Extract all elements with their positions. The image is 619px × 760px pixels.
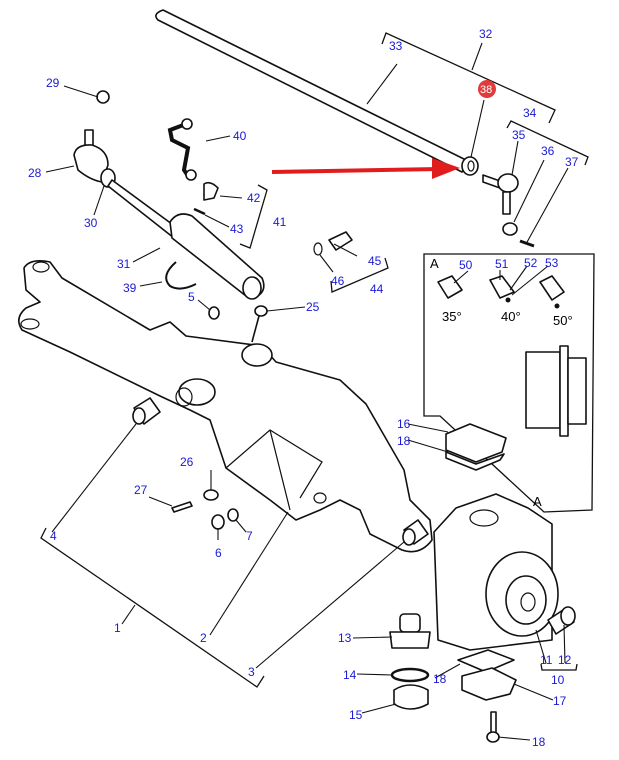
washer-26[interactable] (203, 489, 219, 501)
callout-12[interactable]: 12 (558, 653, 572, 667)
nut-29[interactable] (96, 90, 110, 104)
callout-51[interactable]: 51 (495, 257, 509, 271)
ball-joint-35[interactable] (482, 173, 519, 215)
cotter-pin-37[interactable] (519, 239, 535, 248)
callout-5[interactable]: 5 (188, 290, 195, 304)
callout-10[interactable]: 10 (551, 673, 565, 687)
bolt-5[interactable] (208, 306, 220, 320)
callout-17[interactable]: 17 (553, 694, 567, 708)
callout-18-mid[interactable]: 18 (433, 672, 447, 686)
callout-29[interactable]: 29 (46, 76, 60, 90)
callout-28[interactable]: 28 (28, 166, 42, 180)
bracket-1 (40, 527, 265, 688)
pin-27[interactable] (171, 501, 193, 513)
nut-6[interactable] (211, 514, 225, 530)
callout-13[interactable]: 13 (338, 631, 352, 645)
callout-42[interactable]: 42 (247, 191, 261, 205)
axle-beam[interactable] (18, 260, 433, 553)
angle-40: 40° (501, 309, 521, 324)
lock-nut-38[interactable] (461, 156, 479, 176)
bracket-41 (239, 184, 268, 249)
bracket-44 (330, 257, 389, 293)
callout-31[interactable]: 31 (117, 257, 131, 271)
o-ring-14[interactable] (390, 667, 430, 683)
callout-50[interactable]: 50 (459, 258, 473, 272)
nut-36[interactable] (502, 222, 518, 236)
tie-rod-tube[interactable] (155, 9, 471, 173)
callout-6[interactable]: 6 (215, 546, 222, 560)
callout-32[interactable]: 32 (479, 27, 493, 41)
callout-18-top[interactable]: 18 (397, 434, 411, 448)
callout-1[interactable]: 1 (114, 621, 121, 635)
callout-27[interactable]: 27 (134, 483, 148, 497)
bushing-4[interactable] (132, 397, 161, 425)
callout-4[interactable]: 4 (50, 529, 57, 543)
callout-15[interactable]: 15 (349, 708, 363, 722)
tie-rod-end-28[interactable] (73, 129, 109, 183)
detail-box-a: A 35° 40° 50° (423, 253, 595, 513)
callout-44[interactable]: 44 (370, 282, 384, 296)
steering-knuckle[interactable] (433, 493, 559, 651)
callout-3[interactable]: 3 (248, 665, 255, 679)
bolt-18[interactable] (486, 711, 500, 743)
callout-labels: 1 2 3 4 5 6 7 10 11 12 13 14 15 16 17 18… (28, 27, 579, 749)
shim-18-top[interactable] (445, 451, 505, 471)
washer-7[interactable] (227, 508, 239, 522)
steering-stop-50deg[interactable] (539, 275, 565, 309)
callout-33[interactable]: 33 (389, 39, 403, 53)
bracket-32 (381, 32, 556, 124)
callout-18-bottom[interactable]: 18 (532, 735, 546, 749)
seal-43[interactable] (193, 207, 206, 216)
callout-41[interactable]: 41 (273, 215, 287, 229)
king-pin-13[interactable] (389, 613, 431, 649)
callout-30[interactable]: 30 (84, 216, 98, 230)
callout-35[interactable]: 35 (512, 128, 526, 142)
callout-38[interactable]: 38 (480, 84, 492, 96)
callout-7[interactable]: 7 (246, 529, 253, 543)
callout-16[interactable]: 16 (397, 417, 411, 431)
steering-stop-35deg[interactable] (437, 275, 463, 299)
highlight-badge-38[interactable] (478, 80, 496, 98)
callout-2[interactable]: 2 (200, 631, 207, 645)
callout-39[interactable]: 39 (123, 281, 137, 295)
steering-cylinder-31[interactable] (107, 179, 265, 300)
callout-53[interactable]: 53 (545, 256, 559, 270)
callout-45[interactable]: 45 (368, 254, 382, 268)
bushing-axle-right[interactable] (402, 519, 429, 546)
callout-11[interactable]: 11 (540, 653, 553, 667)
steering-stop-40deg[interactable] (489, 275, 515, 303)
highlight-arrow (271, 158, 460, 179)
callout-14[interactable]: 14 (343, 668, 357, 682)
callout-26[interactable]: 26 (180, 455, 194, 469)
leader-lines (45, 42, 569, 741)
callout-43[interactable]: 43 (230, 222, 244, 236)
pipe-40[interactable] (167, 118, 197, 181)
callout-25[interactable]: 25 (306, 300, 320, 314)
clip-39[interactable] (165, 261, 197, 290)
detail-ref-letter: A (430, 256, 439, 271)
callout-36[interactable]: 36 (541, 144, 555, 158)
callout-40[interactable]: 40 (233, 129, 247, 143)
shim-18-bottom[interactable] (457, 649, 515, 673)
callout-46[interactable]: 46 (331, 274, 345, 288)
knuckle-ref-letter: A (533, 494, 542, 509)
callout-52[interactable]: 52 (524, 256, 538, 270)
callout-34[interactable]: 34 (523, 106, 537, 120)
bushing-12[interactable] (547, 606, 576, 635)
bearing-15[interactable] (393, 684, 429, 710)
cover-plate-16[interactable] (445, 423, 507, 463)
elbow-fitting-42[interactable] (203, 181, 219, 201)
bracket-34 (506, 120, 589, 166)
angle-35: 35° (442, 309, 462, 324)
fitting-45[interactable] (328, 231, 353, 251)
o-ring-46[interactable] (313, 242, 323, 256)
bracket-10 (540, 663, 578, 671)
angle-50: 50° (553, 313, 573, 328)
pin-25[interactable] (251, 305, 268, 343)
callout-37[interactable]: 37 (565, 155, 579, 169)
bottom-cover-17[interactable] (461, 667, 517, 701)
hub-detail (525, 345, 587, 437)
